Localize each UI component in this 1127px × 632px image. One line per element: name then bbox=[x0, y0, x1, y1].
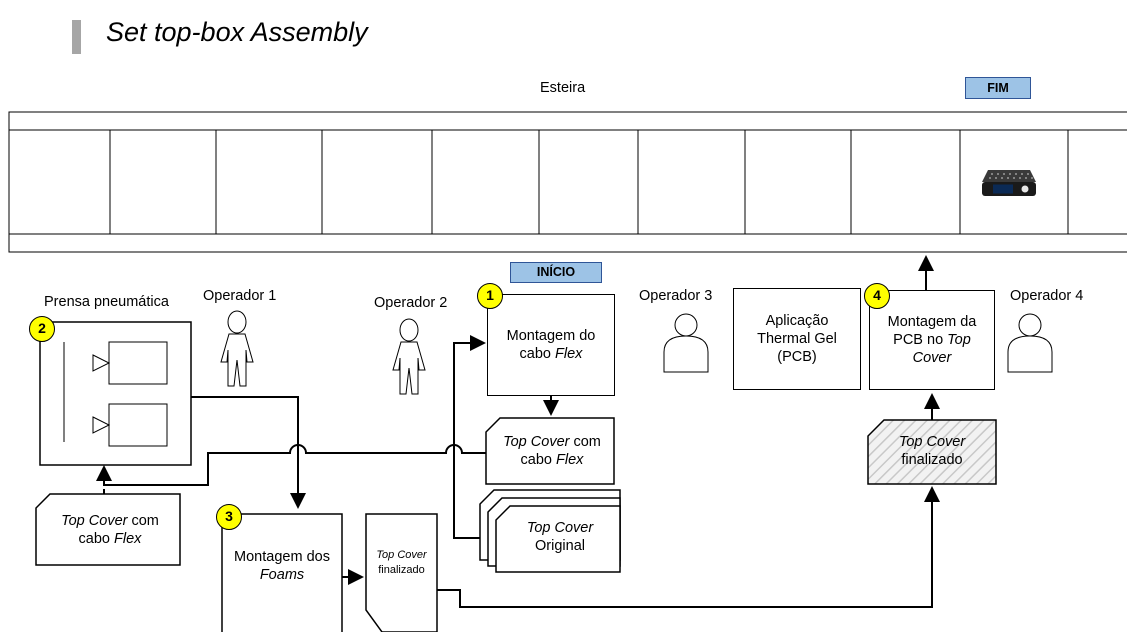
operator-2-figure bbox=[393, 319, 425, 394]
doc-finalizado-small: Top Cover finalizado bbox=[366, 548, 437, 578]
operator-4-figure bbox=[1008, 314, 1052, 372]
thermal-line2: Thermal Gel bbox=[757, 330, 837, 348]
set-top-box-icon bbox=[982, 170, 1036, 196]
step-4-badge: 4 bbox=[864, 283, 890, 309]
step-2-badge: 2 bbox=[29, 316, 55, 342]
step-1-line2: cabo Flex bbox=[507, 345, 596, 363]
pneumatic-press-shape bbox=[40, 322, 191, 465]
conveyor-belt bbox=[9, 112, 1127, 252]
step-3-badge: 3 bbox=[216, 504, 242, 530]
start-tag: INÍCIO bbox=[510, 262, 602, 283]
doc-finalizado-right: Top Cover finalizado bbox=[868, 433, 996, 469]
operator-3-label: Operador 3 bbox=[639, 288, 712, 304]
operator-1-figure bbox=[221, 311, 253, 386]
step-3-line2: Foams bbox=[222, 566, 342, 584]
operator-4-label: Operador 4 bbox=[1010, 288, 1083, 304]
step-1-line1: Montagem do bbox=[507, 327, 596, 345]
doc-original: Top Cover Original bbox=[500, 519, 620, 555]
thermal-line3: (PCB) bbox=[757, 348, 837, 366]
step-3-label: Montagem dos Foams bbox=[222, 548, 342, 584]
step-4-line2: PCB no Top bbox=[888, 331, 977, 349]
conveyor-label: Esteira bbox=[540, 80, 585, 96]
press-label: Prensa pneumática bbox=[44, 294, 169, 310]
page-title: Set top-box Assembly bbox=[106, 17, 368, 48]
step-3-line1: Montagem dos bbox=[222, 548, 342, 566]
doc-flex-left: Top Cover com cabo Flex bbox=[40, 512, 180, 548]
thermal-line1: Aplicação bbox=[757, 312, 837, 330]
thermal-gel-box: Aplicação Thermal Gel (PCB) bbox=[733, 288, 861, 390]
title-accent-bar bbox=[72, 20, 81, 54]
step-4-line3: Cover bbox=[888, 349, 977, 367]
step-4-box: Montagem da PCB no Top Cover bbox=[869, 290, 995, 390]
operator-1-label: Operador 1 bbox=[203, 288, 276, 304]
step-4-line1: Montagem da bbox=[888, 313, 977, 331]
step-1-badge: 1 bbox=[477, 283, 503, 309]
end-tag: FIM bbox=[965, 77, 1031, 99]
operator-3-figure bbox=[664, 314, 708, 372]
doc-flex-mid: Top Cover com cabo Flex bbox=[490, 433, 614, 469]
operator-2-label: Operador 2 bbox=[374, 295, 447, 311]
step-1-box: Montagem do cabo Flex bbox=[487, 294, 615, 396]
